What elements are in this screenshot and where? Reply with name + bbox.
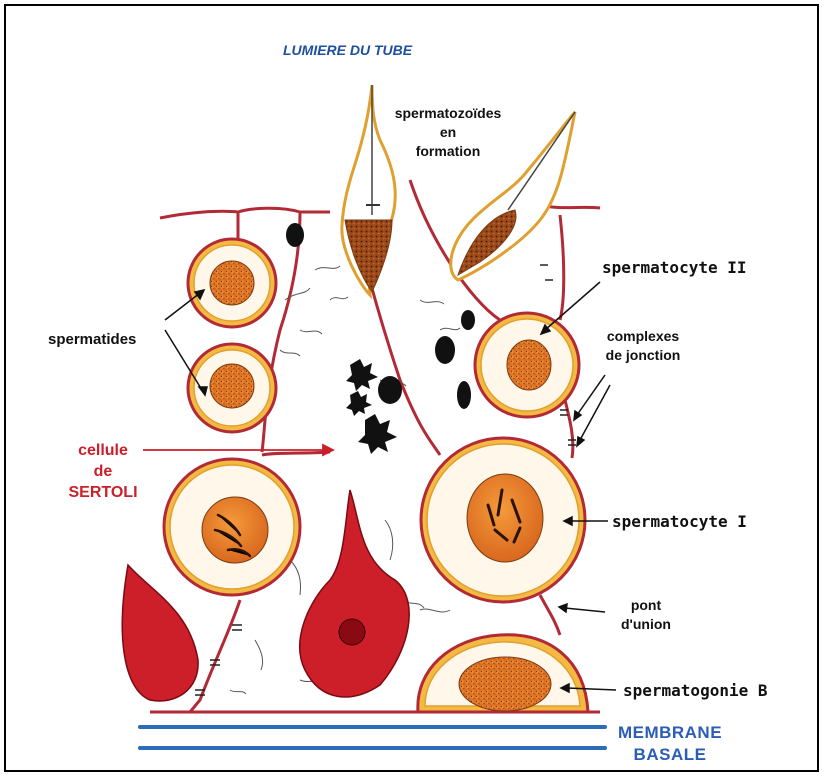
spermatocyte-ii-label: spermatocyte II — [602, 258, 747, 277]
spermatogonia-cell — [418, 635, 588, 712]
spermatocyte-i-cell — [421, 438, 585, 602]
bridge-label-line1: pont — [606, 596, 686, 615]
sertoli-label-line2: de — [58, 461, 148, 482]
junction-label-line2: de jonction — [588, 346, 698, 365]
spermatocyte-left-cell — [164, 459, 300, 595]
spermatozoa-label-line2: en — [378, 123, 518, 142]
sertoli-label: cellule de SERTOLI — [58, 440, 148, 503]
membrane-label-line2: BASALE — [610, 744, 730, 766]
sertoli-label-line1: cellule — [58, 440, 148, 461]
spermatocyte-ii-cell — [475, 313, 579, 417]
spermatogonia-label: spermatogonie B — [623, 681, 768, 700]
spermatozoa-label-line3: formation — [378, 142, 518, 161]
lumen-label: LUMIERE DU TUBE — [283, 42, 412, 58]
spermatids-label: spermatides — [48, 331, 136, 348]
spermatid-top — [188, 239, 276, 327]
junction-complexes-label: complexes de jonction — [588, 327, 698, 365]
spermatocyte-i-label: spermatocyte I — [612, 512, 747, 531]
sertoli-label-line3: SERTOLI — [58, 482, 148, 503]
sertoli-nucleus — [300, 490, 409, 697]
spermatozoa-label-line1: spermatozoïdes — [378, 104, 518, 123]
bridge-label: pont d'union — [606, 596, 686, 634]
bridge-label-line2: d'union — [606, 615, 686, 634]
red-cell-left — [122, 565, 198, 701]
basal-membrane — [140, 727, 605, 748]
spermatozoa-label: spermatozoïdes en formation — [378, 104, 518, 161]
junction-label-line1: complexes — [588, 327, 698, 346]
basal-membrane-label: MEMBRANE BASALE — [610, 722, 730, 766]
membrane-label-line1: MEMBRANE — [610, 722, 730, 744]
